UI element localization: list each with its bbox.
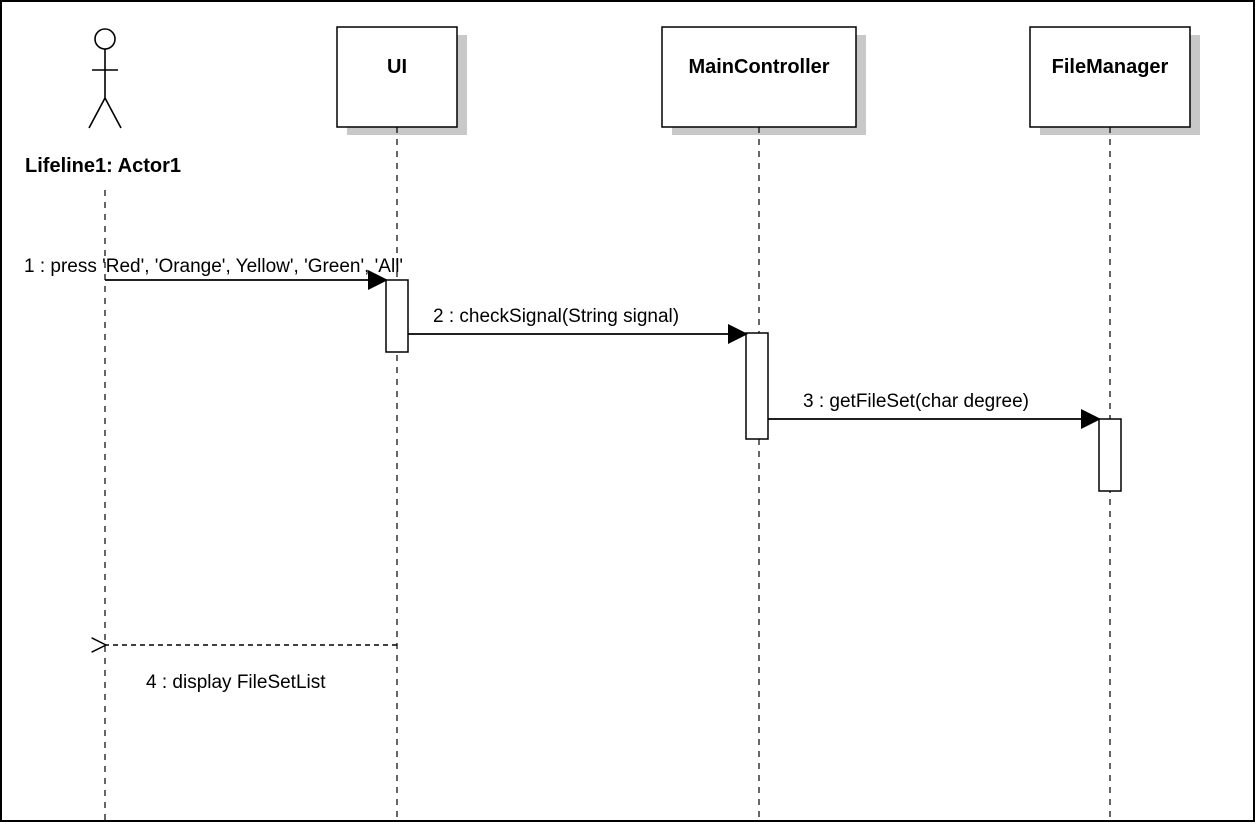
lifeline-file-manager: FileManager [1029, 26, 1200, 135]
actor: Lifeline1: Actor1 [25, 28, 181, 177]
file-manager-activation-bar [1098, 418, 1122, 492]
message-4-return: 4 : display FileSetList [91, 637, 397, 693]
lifeline-main-controller: MainController [661, 26, 866, 135]
message-3-label: 3 : getFileSet(char degree) [803, 391, 1029, 412]
message-1: 1 : press 'Red', 'Orange', Yellow', 'Gre… [24, 256, 403, 290]
lifeline-ui: UI [336, 26, 467, 135]
message-2-label: 2 : checkSignal(String signal) [433, 306, 679, 327]
message-2: 2 : checkSignal(String signal) [408, 306, 748, 344]
actor-name: Lifeline1: Actor1 [25, 155, 181, 177]
lifeline-main-controller-name: MainController [688, 56, 829, 78]
message-1-label: 1 : press 'Red', 'Orange', Yellow', 'Gre… [24, 256, 403, 277]
ui-activation-bar [385, 279, 409, 353]
lifeline-file-manager-name: FileManager [1052, 56, 1169, 78]
message-3: 3 : getFileSet(char degree) [768, 391, 1101, 429]
stick-figure-icon [88, 28, 122, 129]
lifeline-ui-name: UI [387, 56, 407, 78]
message-4-label: 4 : display FileSetList [146, 672, 326, 693]
main-controller-activation-bar [745, 332, 769, 440]
